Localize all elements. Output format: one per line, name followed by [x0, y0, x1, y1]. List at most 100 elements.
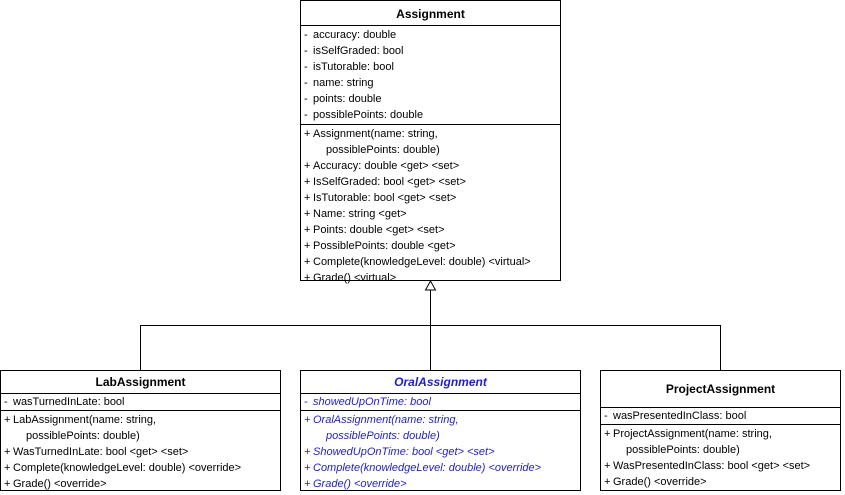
- attribute-row: -showedUpOnTime: bool: [304, 394, 580, 410]
- attribute-row: -isSelfGraded: bool: [304, 43, 560, 59]
- class-title: ProjectAssignment: [665, 382, 776, 396]
- visibility-marker: -: [4, 396, 8, 408]
- attribute-row: -isTutorable: bool: [304, 59, 560, 75]
- attribute-row: -wasTurnedInLate: bool: [4, 394, 280, 410]
- visibility-marker: +: [304, 272, 311, 284]
- member-text: wasTurnedInLate: bool: [13, 396, 125, 408]
- class-oral-assignment[interactable]: OralAssignment -showedUpOnTime: bool +Or…: [300, 370, 581, 491]
- visibility-marker: +: [304, 414, 311, 426]
- operations-section: +Assignment(name: string,possiblePoints:…: [301, 124, 560, 287]
- operation-row: possiblePoints: double): [4, 428, 280, 444]
- member-text: WasTurnedInLate: bool <get> <set>: [13, 446, 189, 458]
- class-project-assignment[interactable]: ProjectAssignment -wasPresentedInClass: …: [600, 370, 841, 491]
- visibility-marker: +: [304, 128, 311, 140]
- member-text: Grade() <override>: [613, 476, 707, 488]
- visibility-marker: -: [304, 93, 308, 105]
- operation-row: +Grade() <override>: [4, 476, 280, 492]
- visibility-marker: +: [304, 478, 311, 490]
- attribute-row: -points: double: [304, 91, 560, 107]
- attributes-section: -showedUpOnTime: bool: [301, 393, 580, 410]
- attribute-row: -wasPresentedInClass: bool: [604, 408, 840, 424]
- member-text: WasPresentedInClass: bool <get> <set>: [613, 460, 811, 472]
- attributes-section: -wasTurnedInLate: bool: [1, 393, 280, 410]
- visibility-marker: +: [604, 460, 611, 472]
- visibility-marker: +: [604, 428, 611, 440]
- member-text: Points: double <get> <set>: [313, 224, 445, 236]
- operation-row: possiblePoints: double): [304, 428, 580, 444]
- member-text: Grade() <override>: [313, 478, 407, 490]
- visibility-marker: -: [304, 109, 308, 121]
- visibility-marker: -: [304, 77, 308, 89]
- visibility-marker: -: [304, 29, 308, 41]
- member-text: showedUpOnTime: bool: [313, 396, 431, 408]
- visibility-marker: +: [304, 208, 311, 220]
- class-lab-assignment[interactable]: LabAssignment -wasTurnedInLate: bool +La…: [0, 370, 281, 491]
- member-text: IsSelfGraded: bool <get> <set>: [313, 176, 466, 188]
- member-text: Grade() <virtual>: [313, 272, 397, 284]
- operation-row: +IsSelfGraded: bool <get> <set>: [304, 174, 560, 190]
- member-text: Complete(knowledgeLevel: double) <virtua…: [313, 256, 531, 268]
- member-text: accuracy: double: [313, 29, 397, 41]
- member-text: name: string: [313, 77, 374, 89]
- member-text: Assignment(name: string,: [313, 128, 438, 140]
- operation-row: +Grade() <override>: [304, 476, 580, 492]
- visibility-marker: +: [304, 192, 311, 204]
- operation-row: +WasPresentedInClass: bool <get> <set>: [604, 458, 840, 474]
- attributes-section: -wasPresentedInClass: bool: [601, 407, 840, 424]
- member-text: possiblePoints: double): [326, 430, 440, 442]
- visibility-marker: +: [304, 224, 311, 236]
- operation-row: +ProjectAssignment(name: string,: [604, 426, 840, 442]
- visibility-marker: +: [304, 176, 311, 188]
- operation-row: +OralAssignment(name: string,: [304, 412, 580, 428]
- visibility-marker: +: [304, 256, 311, 268]
- operation-row: possiblePoints: double): [304, 142, 560, 158]
- visibility-marker: +: [304, 160, 311, 172]
- visibility-marker: +: [4, 462, 11, 474]
- operations-section: +ProjectAssignment(name: string,possible…: [601, 424, 840, 491]
- visibility-marker: -: [304, 45, 308, 57]
- visibility-marker: +: [604, 476, 611, 488]
- visibility-marker: -: [304, 61, 308, 73]
- operation-row: +Assignment(name: string,: [304, 126, 560, 142]
- class-title: OralAssignment: [394, 375, 487, 389]
- operation-row: +Complete(knowledgeLevel: double) <virtu…: [304, 254, 560, 270]
- visibility-marker: +: [4, 478, 11, 490]
- member-text: Complete(knowledgeLevel: double) <overri…: [13, 462, 242, 474]
- member-text: isTutorable: bool: [313, 61, 394, 73]
- member-text: possiblePoints: double: [313, 109, 424, 121]
- attribute-row: -name: string: [304, 75, 560, 91]
- operation-row: +Accuracy: double <get> <set>: [304, 158, 560, 174]
- operations-section: +OralAssignment(name: string,possiblePoi…: [301, 410, 580, 493]
- attribute-row: -possiblePoints: double: [304, 107, 560, 123]
- attribute-row: -accuracy: double: [304, 27, 560, 43]
- member-text: ProjectAssignment(name: string,: [613, 428, 772, 440]
- operation-row: +IsTutorable: bool <get> <set>: [304, 190, 560, 206]
- operation-row: +ShowedUpOnTime: bool <get> <set>: [304, 444, 580, 460]
- operation-row: +Grade() <virtual>: [304, 270, 560, 286]
- operation-row: +Name: string <get>: [304, 206, 560, 222]
- attributes-section: -accuracy: double-isSelfGraded: bool-isT…: [301, 25, 560, 124]
- member-text: isSelfGraded: bool: [313, 45, 404, 57]
- member-text: Accuracy: double <get> <set>: [313, 160, 460, 172]
- member-text: OralAssignment(name: string,: [313, 414, 459, 426]
- member-text: Name: string <get>: [313, 208, 407, 220]
- visibility-marker: -: [304, 396, 308, 408]
- member-text: PossiblePoints: double <get>: [313, 240, 456, 252]
- visibility-marker: +: [304, 462, 311, 474]
- operation-row: +Grade() <override>: [604, 474, 840, 490]
- operation-row: +Complete(knowledgeLevel: double) <overr…: [304, 460, 580, 476]
- operations-section: +LabAssignment(name: string,possiblePoin…: [1, 410, 280, 493]
- generalization-arrowhead: [424, 279, 437, 291]
- operation-row: +Points: double <get> <set>: [304, 222, 560, 238]
- visibility-marker: +: [4, 446, 11, 458]
- visibility-marker: +: [304, 446, 311, 458]
- member-text: possiblePoints: double): [26, 430, 140, 442]
- member-text: ShowedUpOnTime: bool <get> <set>: [313, 446, 495, 458]
- visibility-marker: -: [604, 410, 608, 422]
- operation-row: +Complete(knowledgeLevel: double) <overr…: [4, 460, 280, 476]
- operation-row: +WasTurnedInLate: bool <get> <set>: [4, 444, 280, 460]
- class-assignment[interactable]: Assignment -accuracy: double-isSelfGrade…: [300, 0, 561, 284]
- member-text: wasPresentedInClass: bool: [613, 410, 747, 422]
- operation-row: possiblePoints: double): [604, 442, 840, 458]
